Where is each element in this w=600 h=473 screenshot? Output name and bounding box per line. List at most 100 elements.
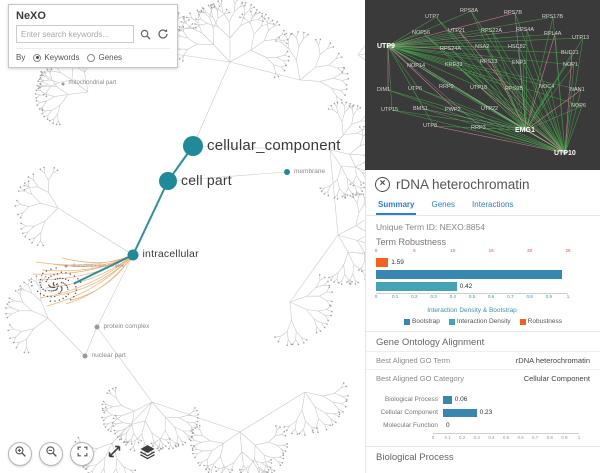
network-node-label[interactable]: RPL4A: [544, 31, 562, 37]
go-category-bar: [443, 408, 477, 417]
network-node-label[interactable]: UTP18: [470, 85, 488, 91]
network-node-label[interactable]: BMS1: [413, 106, 428, 112]
tree-node[interactable]: [127, 249, 139, 261]
robustness-bar-row: [376, 269, 590, 279]
tree-node[interactable]: [61, 82, 65, 86]
network-node-label[interactable]: NOP1: [563, 62, 578, 68]
network-node-label[interactable]: UTP10: [554, 150, 576, 157]
tab-summary[interactable]: Summary: [376, 197, 417, 215]
tree-node-label[interactable]: membrane: [294, 167, 326, 175]
network-node-label[interactable]: UTP21: [448, 28, 466, 34]
tree-node[interactable]: [159, 172, 177, 190]
term-detail-panel: × rDNA heterochromatin Summary Genes Int…: [365, 170, 600, 473]
network-hub-node[interactable]: [563, 151, 567, 155]
axis-tick: 0.8: [546, 435, 553, 440]
network-node-label[interactable]: UTP8: [423, 123, 438, 129]
network-node-label[interactable]: RRP9: [439, 84, 454, 90]
tree-node-label[interactable]: cell part: [181, 172, 232, 189]
legend-density-label: Interaction Density: [456, 318, 511, 325]
network-hub-node[interactable]: [386, 44, 390, 48]
tree-node[interactable]: [284, 169, 290, 175]
radio-genes[interactable]: Genes: [87, 53, 122, 62]
fit-selected-button[interactable]: [101, 441, 127, 467]
go-category-label: Cellular Component: [380, 409, 438, 416]
tree-node[interactable]: [64, 264, 68, 268]
bar-bootstrap: [376, 269, 563, 279]
network-node-label[interactable]: NOP56: [412, 30, 431, 36]
tab-genes[interactable]: Genes: [431, 200, 456, 209]
axis-tick: 10: [450, 248, 456, 253]
network-node-label[interactable]: RPS22A: [481, 28, 503, 34]
zoom-out-button[interactable]: [39, 442, 63, 466]
tree-node-label[interactable]: nuclear part: [91, 351, 126, 359]
radio-keywords-dot: [33, 53, 42, 62]
alignment-row-category: Best Aligned GO Category Cellular Compon…: [366, 369, 600, 387]
network-node-label[interactable]: PWP2: [445, 107, 461, 113]
axis-tick: 0.9: [545, 294, 552, 299]
network-node-label[interactable]: UTP7: [425, 14, 440, 20]
radio-keywords[interactable]: Keywords: [33, 53, 79, 62]
network-node-label[interactable]: EMG1: [515, 127, 535, 134]
network-node-label[interactable]: NOP6: [571, 103, 586, 109]
network-node-label[interactable]: RPS9B: [505, 86, 524, 92]
network-node-label[interactable]: RPS7B: [504, 10, 523, 16]
network-node-label[interactable]: UTP13: [572, 35, 590, 41]
layers-button[interactable]: [134, 441, 160, 467]
search-icon[interactable]: [138, 27, 152, 41]
network-node-label[interactable]: NSA2: [475, 44, 490, 50]
network-node-label[interactable]: RPS24A: [440, 46, 462, 52]
ontology-tree-canvas[interactable]: [0, 0, 365, 473]
network-node-label[interactable]: RPS17B: [542, 14, 564, 20]
axis-tick: 0.4: [488, 435, 495, 440]
network-node-label[interactable]: UTP15: [381, 107, 399, 113]
network-node-label[interactable]: HSC82: [508, 44, 526, 50]
network-edges: [387, 12, 566, 154]
search-mode-row: By Keywords Genes: [16, 48, 170, 62]
tree-node[interactable]: [94, 324, 100, 330]
network-node-label[interactable]: NAN1: [570, 87, 585, 93]
network-node-label[interactable]: KRE33: [445, 62, 463, 68]
tree-node[interactable]: [82, 353, 88, 359]
network-node-label[interactable]: UTP22: [481, 106, 499, 112]
legend-robustness-label: Robustness: [527, 318, 562, 325]
interaction-network-panel[interactable]: UTP7 RPS8A RPS7B RPS17B NOP56 UTP21 RPS22A RPS4…: [365, 0, 600, 170]
network-node-label[interactable]: UTP6: [408, 86, 423, 92]
network-node-label[interactable]: DIM1: [377, 87, 391, 93]
network-node-label[interactable]: UTP9: [377, 43, 395, 50]
tree-node-label[interactable]: protein complex: [103, 322, 150, 330]
tree-node-label[interactable]: mitochondrial part: [68, 80, 117, 87]
radio-genes-label: Genes: [98, 53, 123, 62]
bar-interaction-density: [376, 281, 457, 291]
network-node-label[interactable]: RRP3: [471, 125, 486, 131]
axis-tick: 0.7: [507, 294, 514, 299]
tab-interactions[interactable]: Interactions: [472, 200, 514, 209]
network-node-label[interactable]: NOP14: [407, 63, 426, 69]
bar-robustness: [376, 257, 389, 267]
fit-to-screen-button[interactable]: [70, 442, 94, 466]
network-node-label[interactable]: RPS8A: [460, 8, 479, 14]
network-node-label[interactable]: BUD21: [561, 50, 579, 56]
axis-tick: 25: [565, 248, 571, 253]
tree-node-label[interactable]: cellular_component: [207, 136, 341, 154]
tree-node[interactable]: [183, 136, 203, 156]
zoom-in-button[interactable]: [8, 442, 32, 466]
search-input[interactable]: [16, 25, 134, 43]
network-node-label[interactable]: ENP1: [512, 60, 527, 66]
network-node-label[interactable]: NOC4: [539, 84, 555, 90]
network-hub-node[interactable]: [524, 128, 528, 132]
expand-arrows-icon: [76, 445, 89, 463]
axis-tick: 5: [413, 248, 416, 253]
go-category-label: Biological Process: [384, 396, 438, 403]
network-node-label[interactable]: RPS4A: [516, 27, 535, 33]
go-category-value: 0: [446, 422, 450, 429]
reset-search-icon[interactable]: [156, 27, 170, 41]
network-node-label[interactable]: RPS13: [480, 59, 498, 65]
close-icon[interactable]: ×: [375, 177, 390, 192]
tree-node-label[interactable]: ribonucleoprotein complex: [71, 263, 125, 269]
tree-node-label[interactable]: intracellular: [142, 248, 199, 261]
alignment-term-label: Best Aligned GO Term: [376, 356, 451, 365]
